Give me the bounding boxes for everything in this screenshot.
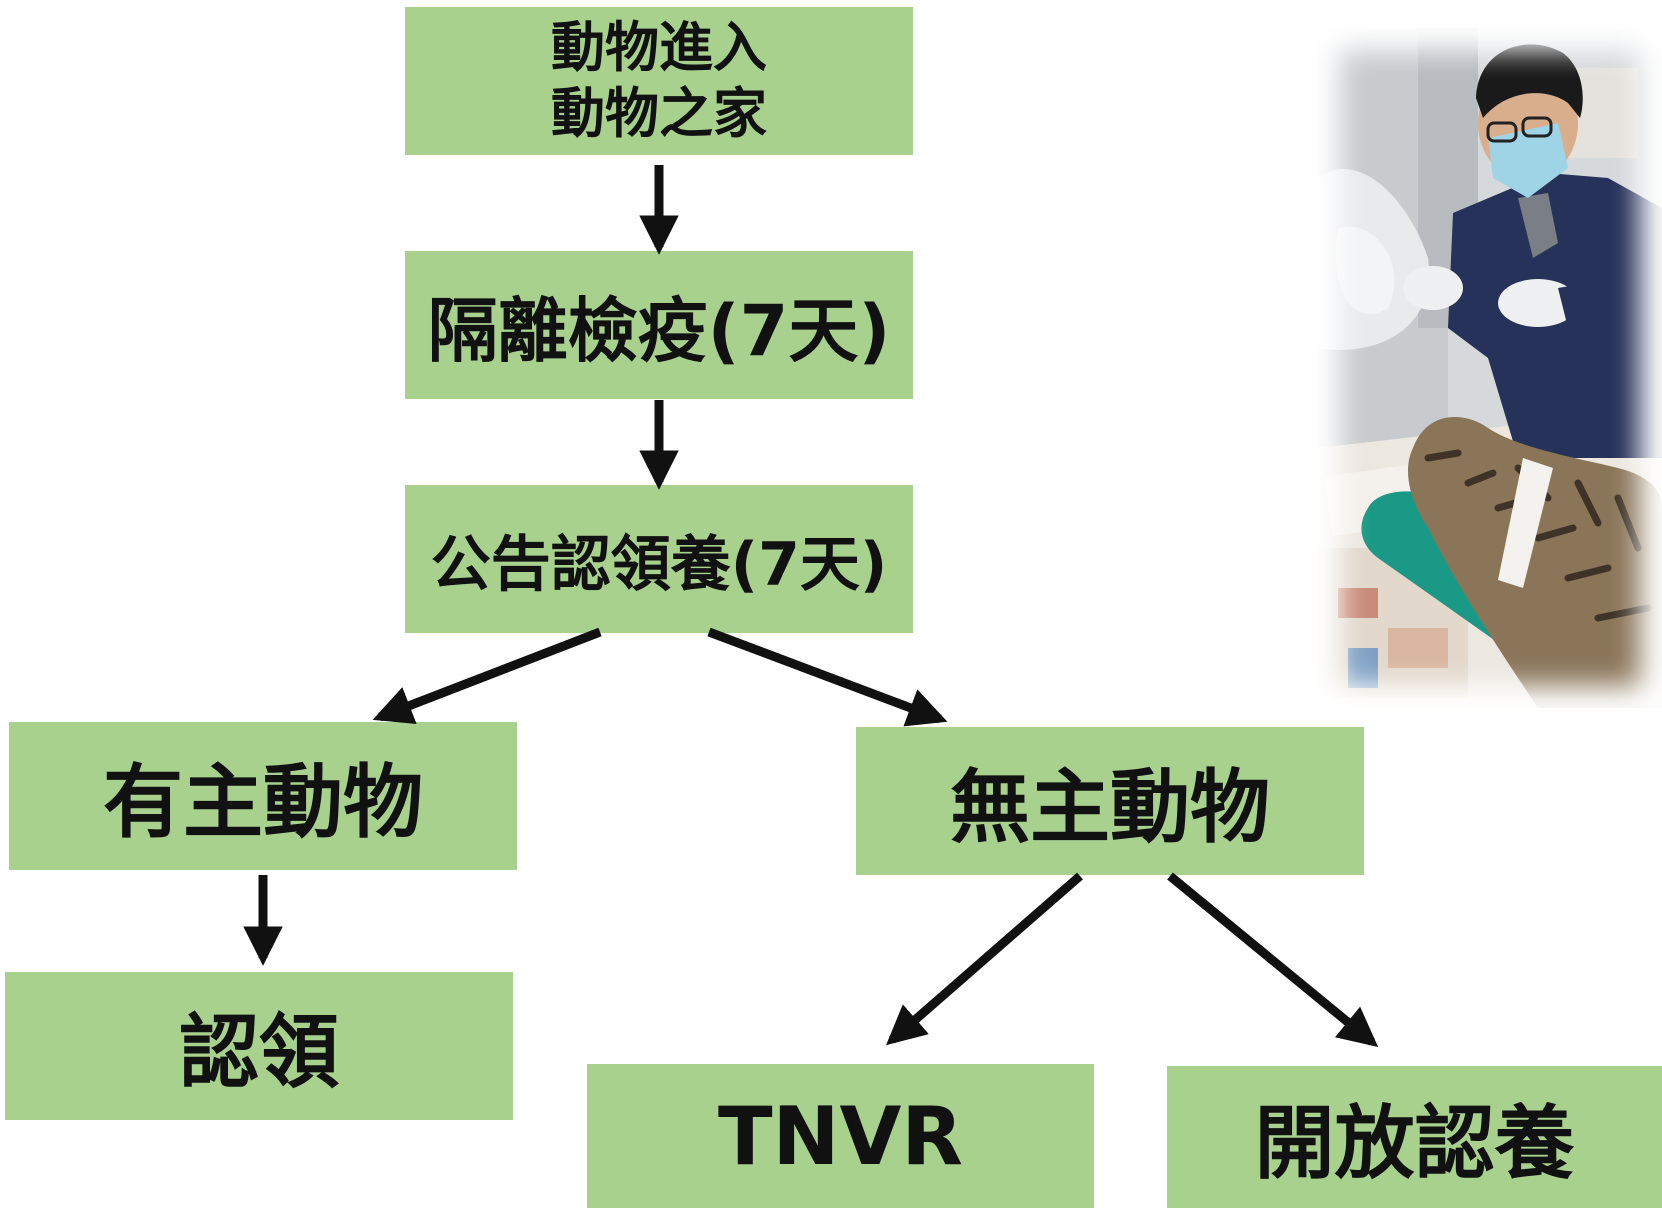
vet-cat-photo	[1318, 28, 1662, 708]
node-owned-label: 有主動物	[103, 756, 423, 849]
arrow-announce-to-stray	[707, 627, 948, 727]
node-adopt-label: 開放認養	[1254, 1097, 1575, 1190]
arrow-stray-to-tnvr	[886, 872, 1083, 1046]
node-enter-line1: 動物進入	[551, 16, 767, 79]
node-open-adoption: 開放認養	[1167, 1066, 1662, 1208]
node-stray-animal: 無主動物	[856, 727, 1364, 875]
node-announce: 公告認領養(7天)	[405, 485, 913, 633]
node-tnvr-label: TNVR	[717, 1089, 964, 1183]
arrow-stray-to-adopt	[1167, 872, 1379, 1048]
node-claim-label: 認領	[179, 1006, 339, 1099]
node-quarantine-label: 隔離檢疫(7天)	[427, 289, 891, 372]
node-enter-shelter: 動物進入 動物之家	[405, 7, 913, 155]
node-announce-label: 公告認領養(7天)	[430, 529, 888, 600]
node-owned-animal: 有主動物	[9, 722, 517, 870]
node-stray-label: 無主動物	[950, 761, 1270, 854]
node-claim: 認領	[5, 972, 513, 1120]
node-quarantine: 隔離檢疫(7天)	[405, 251, 913, 399]
node-tnvr: TNVR	[587, 1064, 1094, 1208]
node-enter-line2: 動物之家	[551, 82, 767, 145]
arrow-announce-to-owned	[372, 627, 602, 725]
